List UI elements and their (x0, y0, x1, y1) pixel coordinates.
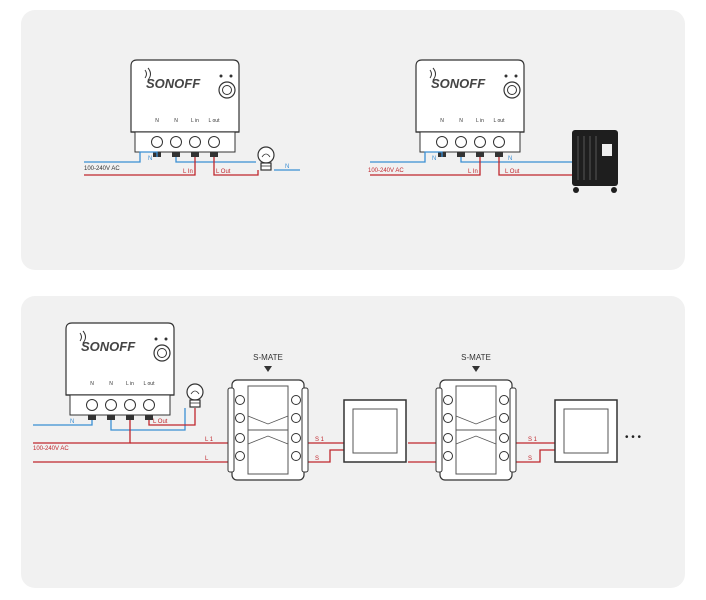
brand-top-left: SONOFF (146, 76, 201, 91)
wire-n-bottom: N (70, 419, 74, 425)
wire-lout-bottom: L Out (153, 419, 168, 425)
svg-text:N: N (440, 118, 444, 124)
wire-n-left: N (148, 156, 152, 162)
lamp-top-left (257, 146, 275, 171)
term-lout: L out (209, 118, 221, 124)
wire-lin-top-right: L In (468, 169, 478, 175)
term-n2: N (174, 118, 178, 124)
supply-label-bottom: 100-240V AC (33, 446, 69, 452)
wire-lout-top-left: L Out (216, 169, 231, 175)
wire-n-right: N (285, 164, 289, 170)
heater-icon (572, 130, 618, 193)
wire-s1-bottom-1: S 1 (315, 437, 325, 443)
smate-2 (435, 379, 517, 481)
supply-label-top-left: 100-240V AC (84, 166, 120, 172)
svg-text:L in: L in (126, 381, 134, 387)
wire-n-top-right: N (432, 156, 436, 162)
module-top-left: SONOFF N N L in L out (130, 59, 240, 158)
module-top-right: SONOFF N N L in L out (415, 59, 525, 158)
svg-text:N: N (90, 381, 94, 387)
term-n1: N (155, 118, 159, 124)
lamp-bottom (186, 383, 204, 408)
smate-1 (227, 379, 309, 481)
wire-lin-top-left: L In (183, 169, 193, 175)
term-lin: L in (191, 118, 199, 124)
smate-label-1: S-MATE (253, 353, 283, 362)
wire-s1-bottom-2: S 1 (528, 437, 538, 443)
wire-s-bottom-1: S (315, 456, 319, 462)
wires-top-left (84, 151, 300, 176)
wires-top-right (370, 151, 572, 176)
wire-l-bottom: L (205, 456, 209, 462)
ellipsis: • • • (625, 432, 642, 443)
wire-l1-bottom: L 1 (205, 437, 214, 443)
module-bottom: SONOFF N N L in L out (65, 322, 175, 421)
brand-bottom: SONOFF (81, 339, 136, 354)
wire-s-bottom-2: S (528, 456, 532, 462)
wire-lout-top-right: L Out (505, 169, 520, 175)
wall-switch-2 (554, 399, 618, 463)
svg-text:N: N (459, 118, 463, 124)
svg-text:L out: L out (144, 381, 156, 387)
smate-label-2: S-MATE (461, 353, 491, 362)
smate-arrow-2 (472, 366, 480, 372)
wires-bottom (33, 408, 556, 463)
wall-switch-1 (343, 399, 407, 463)
svg-text:L out: L out (494, 118, 506, 124)
smate-arrow-1 (264, 366, 272, 372)
svg-text:L in: L in (476, 118, 484, 124)
svg-text:N: N (109, 381, 113, 387)
brand-top-right: SONOFF (431, 76, 486, 91)
wire-n-top-right-2: N (508, 156, 512, 162)
supply-label-top-right: 100-240V AC (368, 168, 404, 174)
